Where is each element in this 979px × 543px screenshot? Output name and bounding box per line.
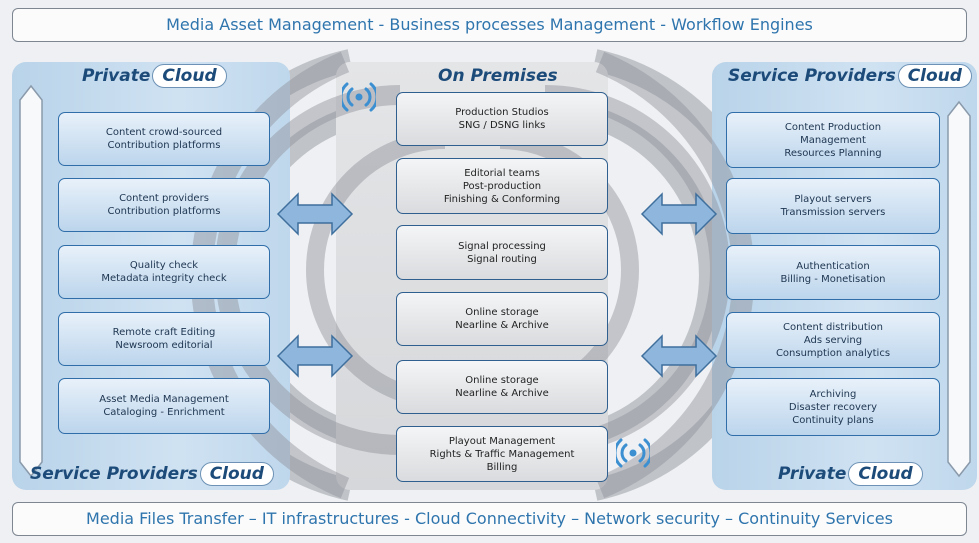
cloud-icon: Cloud — [199, 462, 274, 486]
left-vertical-arrow — [19, 84, 43, 478]
right-vertical-arrow — [947, 100, 971, 478]
cloud-icon: Cloud — [848, 462, 923, 486]
bottom-banner: Media Files Transfer – IT infrastructure… — [12, 502, 967, 536]
double-arrow-icon — [276, 334, 354, 378]
middle-title: On Premises — [438, 66, 558, 86]
double-arrow-icon — [640, 192, 718, 236]
double-arrow-icon — [640, 334, 718, 378]
cloud-icon: Cloud — [152, 64, 227, 88]
wireless-signal-icon — [342, 82, 376, 112]
double-arrow-icon — [276, 192, 354, 236]
top-banner: Media Asset Management - Business proces… — [12, 8, 967, 42]
wireless-signal-icon — [616, 438, 650, 468]
cloud-icon: Cloud — [897, 64, 972, 88]
